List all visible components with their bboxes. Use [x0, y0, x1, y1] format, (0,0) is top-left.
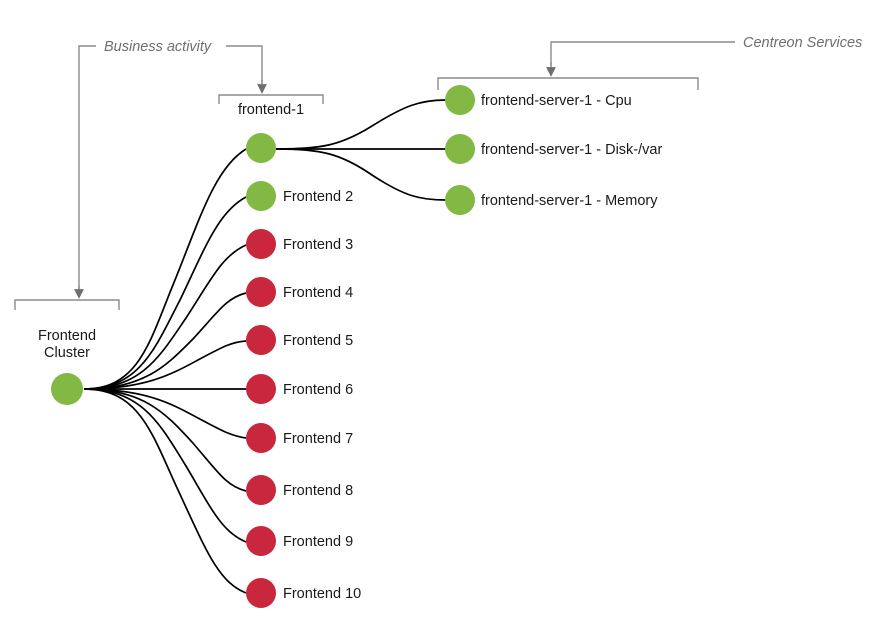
- frontend-1-bracket-shape: [218, 94, 324, 104]
- status-dot-frontend-4[interactable]: [246, 277, 276, 307]
- node-label-frontend-10: Frontend 10: [283, 586, 361, 602]
- node-label-frontend-8: Frontend 8: [283, 483, 353, 499]
- frontend-cluster-bracket-shape: [14, 299, 120, 310]
- edge-cluster-frontend-3: [83, 244, 247, 390]
- node-frontend-5[interactable]: Frontend 5: [246, 325, 353, 355]
- node-frontend-3[interactable]: Frontend 3: [246, 229, 353, 259]
- edge-cluster-frontend-10: [83, 388, 247, 594]
- edge-frontend1-svc-cpu: [275, 99, 446, 150]
- node-frontend-9[interactable]: Frontend 9: [246, 526, 353, 556]
- nodes-service-list: frontend-server-1 - Cpu frontend-server-…: [445, 85, 662, 215]
- node-label-frontend-3: Frontend 3: [283, 237, 353, 253]
- edge-cluster-frontend-2: [83, 196, 247, 390]
- status-dot-svc-disk-var[interactable]: [445, 134, 475, 164]
- node-svc-memory[interactable]: frontend-server-1 - Memory: [445, 185, 658, 215]
- edge-cluster-frontend-4: [83, 292, 247, 390]
- edge-cluster-frontend-5: [83, 340, 247, 390]
- status-dot-svc-cpu[interactable]: [445, 85, 475, 115]
- nodes-frontend-list: Frontend 2 Frontend 3 Frontend 4 Fronten…: [246, 133, 361, 608]
- centreon-services-leader: [550, 41, 735, 66]
- node-frontend-6[interactable]: Frontend 6: [246, 374, 353, 404]
- node-svc-disk-var[interactable]: frontend-server-1 - Disk-/var: [445, 134, 662, 164]
- status-dot-frontend-9[interactable]: [246, 526, 276, 556]
- centreon-services-bracket-shape: [437, 77, 699, 90]
- node-label-frontend-9: Frontend 9: [283, 534, 353, 550]
- edge-frontend1-svc-memory: [275, 148, 446, 201]
- edges-frontend1-to-services: [275, 99, 446, 201]
- edges-cluster-to-frontends: [83, 148, 247, 594]
- status-dot-frontend-3[interactable]: [246, 229, 276, 259]
- node-frontend-cluster[interactable]: [51, 373, 83, 405]
- business-activity-left-leader: [78, 45, 96, 290]
- edge-cluster-frontend-7: [83, 388, 247, 439]
- group-bracket-frontend-cluster: Frontend Cluster: [14, 299, 120, 361]
- annotation-centreon-services: Centreon Services: [546, 35, 862, 77]
- node-label-svc-cpu: frontend-server-1 - Cpu: [481, 93, 632, 109]
- status-dot-frontend-10[interactable]: [246, 578, 276, 608]
- status-dot-frontend-1[interactable]: [246, 133, 276, 163]
- group-label-frontend-1: frontend-1: [238, 102, 304, 118]
- group-label-frontend-cluster-line2: Cluster: [44, 345, 90, 361]
- edge-cluster-frontend-8: [83, 388, 247, 492]
- node-label-svc-memory: frontend-server-1 - Memory: [481, 193, 658, 209]
- annotation-label-business-activity: Business activity: [104, 39, 212, 55]
- edge-cluster-frontend-1: [83, 148, 247, 390]
- node-label-frontend-4: Frontend 4: [283, 285, 353, 301]
- node-frontend-4[interactable]: Frontend 4: [246, 277, 353, 307]
- node-frontend-8[interactable]: Frontend 8: [246, 475, 353, 505]
- edge-cluster-frontend-9: [83, 388, 247, 543]
- group-bracket-centreon-services: [437, 77, 699, 90]
- node-svc-cpu[interactable]: frontend-server-1 - Cpu: [445, 85, 632, 115]
- node-label-svc-disk-var: frontend-server-1 - Disk-/var: [481, 142, 662, 158]
- status-dot-svc-memory[interactable]: [445, 185, 475, 215]
- status-dot-frontend-5[interactable]: [246, 325, 276, 355]
- status-dot-frontend-8[interactable]: [246, 475, 276, 505]
- group-bracket-frontend-1: frontend-1: [218, 94, 324, 118]
- status-dot-frontend-cluster[interactable]: [51, 373, 83, 405]
- node-frontend-7[interactable]: Frontend 7: [246, 423, 353, 453]
- status-dot-frontend-7[interactable]: [246, 423, 276, 453]
- node-label-frontend-7: Frontend 7: [283, 431, 353, 447]
- node-frontend-10[interactable]: Frontend 10: [246, 578, 361, 608]
- status-dot-frontend-6[interactable]: [246, 374, 276, 404]
- node-label-frontend-5: Frontend 5: [283, 333, 353, 349]
- node-label-frontend-6: Frontend 6: [283, 382, 353, 398]
- node-frontend-2[interactable]: Frontend 2: [246, 181, 353, 211]
- group-label-frontend-cluster-line1: Frontend: [38, 328, 96, 344]
- node-label-frontend-2: Frontend 2: [283, 189, 353, 205]
- annotation-label-centreon-services: Centreon Services: [743, 35, 862, 51]
- business-activity-right-leader: [226, 45, 263, 84]
- annotation-business-activity: Business activity: [74, 39, 267, 299]
- node-frontend-1[interactable]: [246, 133, 276, 163]
- status-dot-frontend-2[interactable]: [246, 181, 276, 211]
